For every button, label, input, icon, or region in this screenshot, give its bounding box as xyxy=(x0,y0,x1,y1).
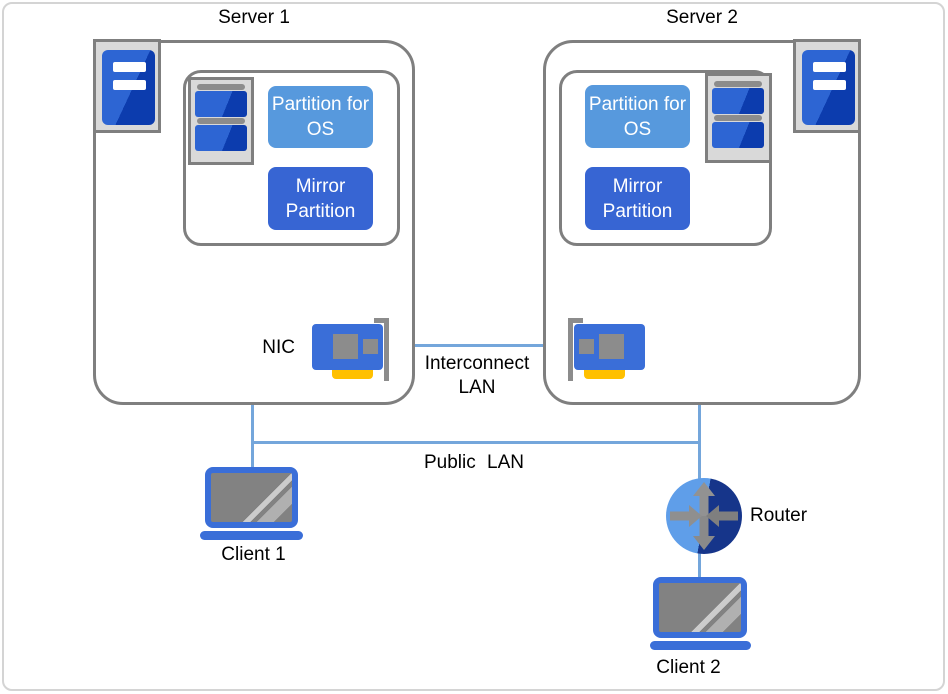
disk-bar xyxy=(714,115,762,121)
client2-label: Client 2 xyxy=(656,657,721,678)
tower-slot xyxy=(113,80,146,90)
client2-laptop-base xyxy=(650,641,751,650)
server1-disk-icon xyxy=(188,77,254,165)
disk-plate xyxy=(712,88,764,114)
tower-slot xyxy=(813,80,846,90)
disk-bar xyxy=(714,81,762,87)
server2-tower-body xyxy=(802,50,855,125)
server1-public-lan-line xyxy=(251,403,254,468)
client2-laptop-icon xyxy=(653,577,747,638)
disk-plate xyxy=(712,122,764,148)
server2-mirror-partition-box: Mirror Partition xyxy=(585,167,690,230)
server1-title: Server 1 xyxy=(218,7,290,28)
tower-slot xyxy=(813,62,846,72)
nic2-connector xyxy=(584,369,625,379)
nic2-bracket-flange xyxy=(568,318,583,323)
server2-tower-icon xyxy=(793,39,861,133)
nic1-icon xyxy=(312,324,383,370)
nic2-icon xyxy=(574,324,645,370)
server2-title: Server 2 xyxy=(666,7,738,28)
server1-mirror-partition-box: Mirror Partition xyxy=(268,167,373,230)
router-label: Router xyxy=(750,505,808,526)
nic-chip-small xyxy=(363,339,378,354)
nic-chip-small xyxy=(579,339,594,354)
client1-laptop-base xyxy=(200,531,303,540)
nic-chip-large xyxy=(333,334,358,359)
router-client2-line xyxy=(698,553,701,578)
nic-label: NIC xyxy=(262,337,295,358)
interconnect-lan-line xyxy=(389,344,569,347)
client1-label: Client 1 xyxy=(221,544,286,565)
nic1-bracket xyxy=(384,318,389,381)
server1-partition-os-box: Partition for OS xyxy=(268,86,373,148)
router-icon xyxy=(666,478,742,554)
nic-chip-large xyxy=(599,334,624,359)
server2-partition-os-box: Partition for OS xyxy=(585,85,690,148)
server1-tower-body xyxy=(102,50,155,125)
server2-disk-icon xyxy=(705,73,772,163)
nic2-bracket xyxy=(568,318,573,381)
disk-plate xyxy=(195,91,247,117)
public-lan-line xyxy=(251,441,701,444)
disk-plate xyxy=(195,125,247,151)
nic1-bracket-flange xyxy=(374,318,389,323)
server1-tower-icon xyxy=(93,39,161,133)
tower-slot xyxy=(113,62,146,72)
nic1-connector xyxy=(332,369,373,379)
client1-laptop-icon xyxy=(205,467,298,528)
disk-bar xyxy=(197,84,245,90)
interconnect-lan-label: Interconnect LAN xyxy=(424,353,530,398)
public-lan-label: Public LAN xyxy=(424,452,524,473)
disk-bar xyxy=(197,118,245,124)
router-arrows-icon xyxy=(670,482,738,550)
